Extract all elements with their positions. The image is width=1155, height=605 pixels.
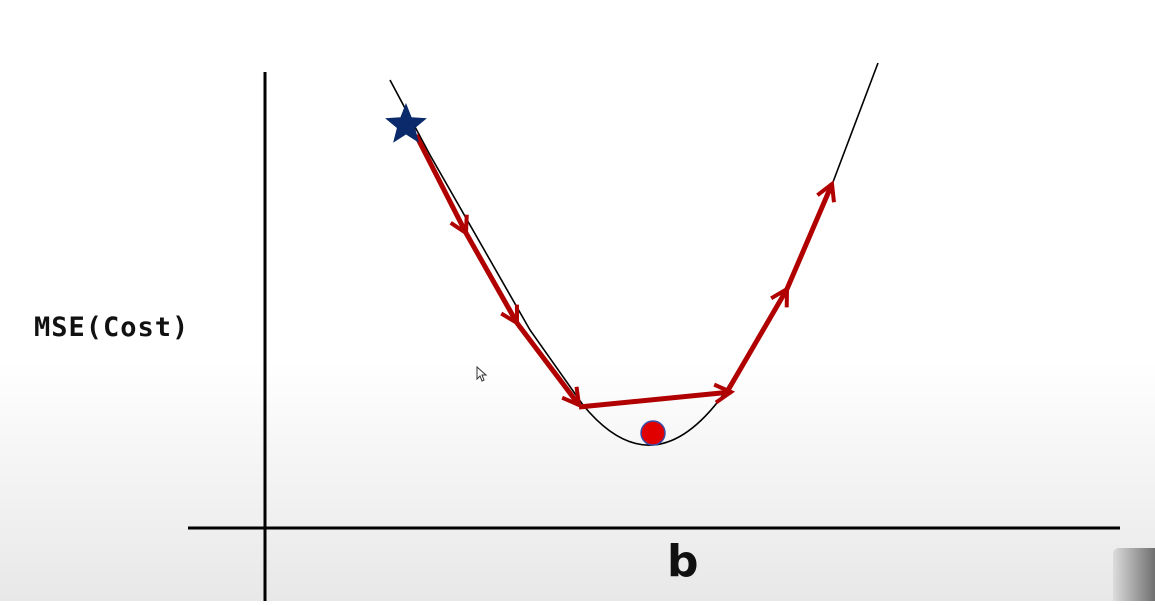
x-axis-label: b (667, 536, 699, 587)
step-arrow-4 (578, 392, 731, 410)
step-arrow-3 (515, 321, 579, 405)
mouse-pointer-icon (476, 366, 488, 382)
step-arrow-6 (784, 184, 832, 290)
minimum-point (640, 420, 666, 446)
star-icon (385, 103, 427, 143)
cost-curve (389, 62, 879, 446)
step-arrow-5 (724, 289, 790, 394)
y-axis-label: MSE(Cost) (34, 312, 190, 343)
step-arrow-1 (413, 133, 466, 233)
corner-shadow (1113, 548, 1155, 601)
step-arrow-2 (463, 231, 520, 323)
